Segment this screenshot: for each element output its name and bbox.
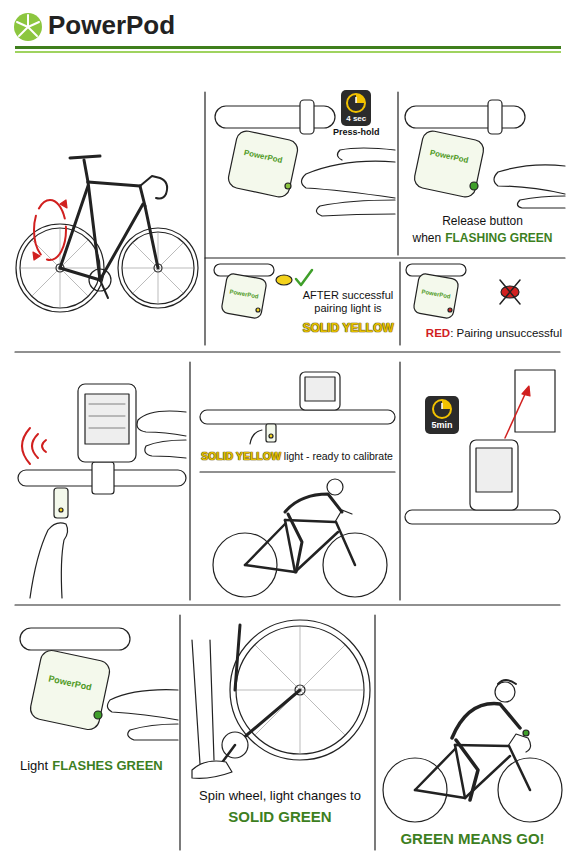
instruction-text: FLASHES GREEN (52, 758, 163, 774)
badge-square: 5min (425, 396, 459, 434)
instruction-text: Spin wheel, light changes to (199, 788, 361, 804)
timer-text: 4 sec (344, 114, 368, 124)
instruction-text: SOLID YELLOW (201, 450, 281, 463)
instruction-text: GREEN MEANS GO! (400, 830, 544, 848)
timer-badge: 4 secPress-hold (333, 90, 380, 138)
text-line: PowerPod (222, 287, 267, 302)
timer-text: 5min (428, 420, 456, 431)
logo-title: PowerPod (48, 10, 175, 41)
text-line: when FLASHING GREEN (400, 231, 565, 245)
instruction-text: when (412, 231, 441, 245)
text-line: LightFLASHES GREEN (20, 758, 178, 774)
instruction-text: SOLID GREEN (228, 808, 331, 826)
text-line: PowerPod (237, 147, 290, 168)
text-line: SOLID GREEN (186, 808, 374, 826)
device-logo: PowerPod (421, 289, 451, 301)
clock-icon (431, 398, 453, 420)
text-line: Spin wheel, light changes to (186, 788, 374, 804)
text-line: RED: Pairing unsuccessful (402, 326, 562, 340)
badge-square: 4 sec (341, 90, 371, 126)
instruction-text: Release button (442, 214, 523, 228)
text-line: SOLID YELLOWlight - ready to calibrate (196, 450, 398, 463)
badge-caption: Press-hold (333, 127, 380, 138)
instruction-text: light - ready to calibrate (284, 450, 393, 463)
clock-icon (345, 92, 367, 114)
text-line: GREEN MEANS GO! (380, 830, 565, 848)
instruction-text: RED (426, 326, 450, 340)
instruction-text: Light (20, 758, 48, 774)
text-line: Release button (400, 214, 565, 228)
text-line: PowerPod (414, 287, 459, 302)
text-line: SOLID YELLOW (298, 321, 398, 335)
instruction-text: FLASHING GREEN (445, 231, 552, 245)
device-logo: PowerPod (47, 674, 92, 694)
device-logo: PowerPod (229, 289, 259, 301)
text-line: PowerPod (423, 147, 476, 168)
device-logo: PowerPod (243, 148, 283, 166)
instruction-text: AFTER successful pairing light is (298, 289, 398, 315)
device-logo: PowerPod (429, 148, 469, 166)
timer-badge: 5min (425, 396, 459, 434)
text-line: PowerPod (41, 672, 98, 694)
instruction-text: SOLID YELLOW (302, 321, 393, 335)
text-line: AFTER successful pairing light is (298, 289, 398, 315)
instruction-text: : Pairing unsuccessful (450, 326, 562, 340)
